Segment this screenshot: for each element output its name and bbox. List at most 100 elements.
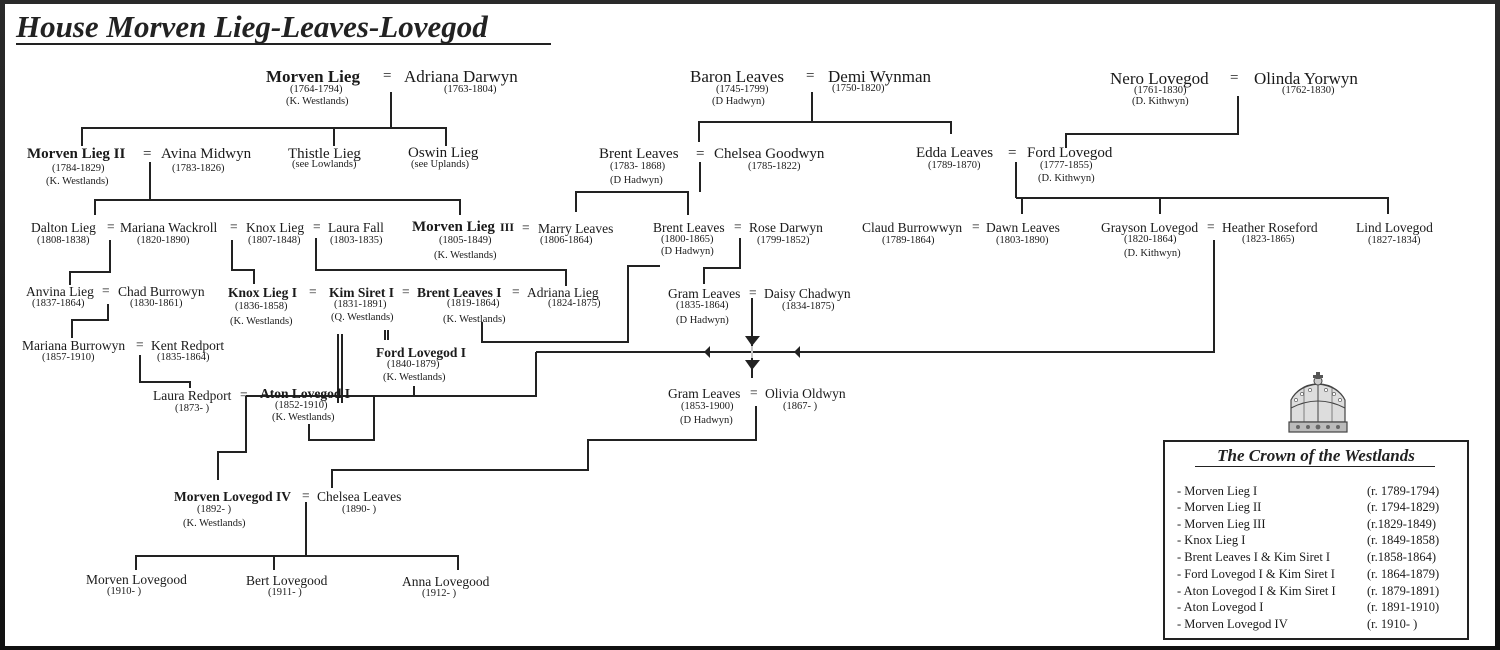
reign-years: (r. 1891-1910) — [1367, 600, 1440, 614]
arrow-down-icon — [745, 336, 760, 346]
connector — [331, 406, 757, 488]
person-olinda-yorwyn: Olinda Yorwyn — [1254, 69, 1358, 88]
person-anvina-lieg: Anvina Lieg — [26, 284, 94, 299]
marriage-symbol: = — [750, 385, 758, 400]
connector — [703, 238, 741, 284]
arrow-left-icon — [794, 346, 800, 358]
regnal-numeral: III — [500, 220, 515, 234]
dates: (1763-1804) — [444, 84, 497, 95]
marriage-symbol: = — [402, 284, 410, 299]
person-dalton-lieg: Dalton Lieg — [31, 220, 96, 235]
marriage-symbol: = — [806, 68, 815, 84]
dates: (1808-1838) — [37, 235, 90, 246]
connector — [94, 199, 461, 215]
person-grayson-lovegod: Grayson Lovegod — [1101, 220, 1199, 235]
dates: (1852-1910) — [275, 400, 328, 411]
dates: (1807-1848) — [248, 235, 301, 246]
person-lind-lovegod: Lind Lovegod — [1356, 220, 1433, 235]
reign-name: - Knox Lieg I — [1177, 533, 1246, 547]
reign-name: - Morven Lieg II — [1177, 500, 1262, 514]
person-kim-siret-1: Kim Siret I — [329, 285, 394, 300]
person-chelsea-goodwyn: Chelsea Goodwyn — [714, 146, 825, 162]
dates: (1799-1852) — [757, 235, 810, 246]
person-chad-burrowyn: Chad Burrowyn — [118, 284, 205, 299]
person-claud-burrowwyn: Claud Burrowwyn — [862, 220, 963, 235]
title-note: (D Hadwyn) — [610, 175, 663, 186]
person-morven-lieg-1: Morven Lieg — [266, 67, 360, 86]
marriage-symbol: = — [749, 285, 757, 300]
person-adriana-lieg: Adriana Lieg — [527, 285, 599, 300]
marriage-symbol: = — [240, 387, 248, 402]
dates: (1803-1890) — [996, 235, 1049, 246]
connector — [246, 352, 537, 397]
person-gram-leaves-jr: Gram Leaves — [668, 386, 741, 401]
person-marry-leaves: Marry Leaves — [538, 221, 614, 236]
person-oswin-lieg: Oswin Lieg — [408, 145, 479, 161]
person-morven-lovegood: Morven Lovegood — [86, 572, 187, 587]
dates: (1892- ) — [197, 504, 232, 515]
dates: (1853-1900) — [681, 401, 734, 412]
connector — [1065, 96, 1239, 148]
title-underline — [16, 43, 551, 45]
dates: (1820-1864) — [1124, 234, 1177, 245]
marriage-symbol: = — [522, 220, 530, 235]
person-daisy-chadwyn: Daisy Chadwyn — [764, 286, 851, 301]
marriage-symbol: = — [383, 68, 392, 84]
title-note: (D Hadwyn) — [680, 415, 733, 426]
person-morven-lieg-3: Morven Lieg — [412, 219, 495, 235]
connector — [481, 265, 660, 343]
marriage-symbol: = — [107, 219, 115, 234]
dates: (1764-1794) — [290, 84, 343, 95]
dates: (1823-1865) — [1242, 234, 1295, 245]
person-nero-lovegod: Nero Lovegod — [1110, 69, 1209, 88]
marriage-symbol: = — [302, 488, 310, 503]
title-note: (D. Kithwyn) — [1132, 96, 1189, 107]
marriage-symbol: = — [734, 219, 742, 234]
title-note: (see Uplands) — [411, 159, 470, 170]
person-morven-lovegod-4: Morven Lovegod IV — [174, 489, 291, 504]
connector — [139, 355, 191, 388]
dates: (1857-1910) — [42, 352, 95, 363]
dates: (1873- ) — [175, 403, 210, 414]
marriage-symbol: = — [143, 146, 152, 162]
dates: (1820-1890) — [137, 235, 190, 246]
dates: (1867- ) — [783, 401, 818, 412]
dates: (1834-1875) — [782, 301, 835, 312]
title-note: (D Hadwyn) — [676, 315, 729, 326]
connector — [217, 396, 247, 480]
dates: (1785-1822) — [748, 161, 801, 172]
title-note: (D. Kithwyn) — [1124, 248, 1181, 259]
dates: (1835-1864) — [676, 300, 729, 311]
arrow-left-icon — [704, 346, 710, 358]
dates: (1890- ) — [342, 504, 377, 515]
title-note: (K. Westlands) — [183, 518, 246, 529]
title-note: (Q. Westlands) — [331, 312, 394, 323]
dates: (1911- ) — [268, 587, 302, 598]
title-note: (K. Westlands) — [46, 176, 109, 187]
reign-years: (r.1829-1849) — [1367, 517, 1437, 531]
dates: (1777-1855) — [1040, 160, 1093, 171]
connector — [69, 240, 111, 285]
person-bert-lovegood: Bert Lovegood — [246, 573, 328, 588]
person-anna-lovegood: Anna Lovegood — [402, 574, 490, 589]
person-kent-redport: Kent Redport — [151, 338, 225, 353]
marriage-symbol: = — [512, 284, 520, 299]
dates: (1836-1858) — [235, 301, 288, 312]
reign-name: - Aton Lovegod I — [1177, 600, 1264, 614]
connector — [308, 386, 415, 441]
person-knox-lieg-sr: Knox Lieg — [246, 220, 305, 235]
person-ford-lovegod-1: Ford Lovegod I — [376, 345, 467, 360]
person-avina-midwyn: Avina Midwyn — [161, 146, 252, 162]
person-brent-leaves-jr: Brent Leaves — [653, 220, 725, 235]
dates: (1910- ) — [107, 586, 142, 597]
title-note: (K. Westlands) — [286, 96, 349, 107]
dates: (1831-1891) — [334, 299, 387, 310]
connector — [1016, 197, 1389, 214]
dates: (1912- ) — [422, 588, 457, 599]
connector — [231, 240, 255, 284]
person-thistle-lieg: Thistle Lieg — [288, 146, 361, 162]
connector — [698, 121, 952, 142]
marriage-symbol: = — [1008, 145, 1017, 161]
person-laura-redport: Laura Redport — [153, 388, 232, 403]
